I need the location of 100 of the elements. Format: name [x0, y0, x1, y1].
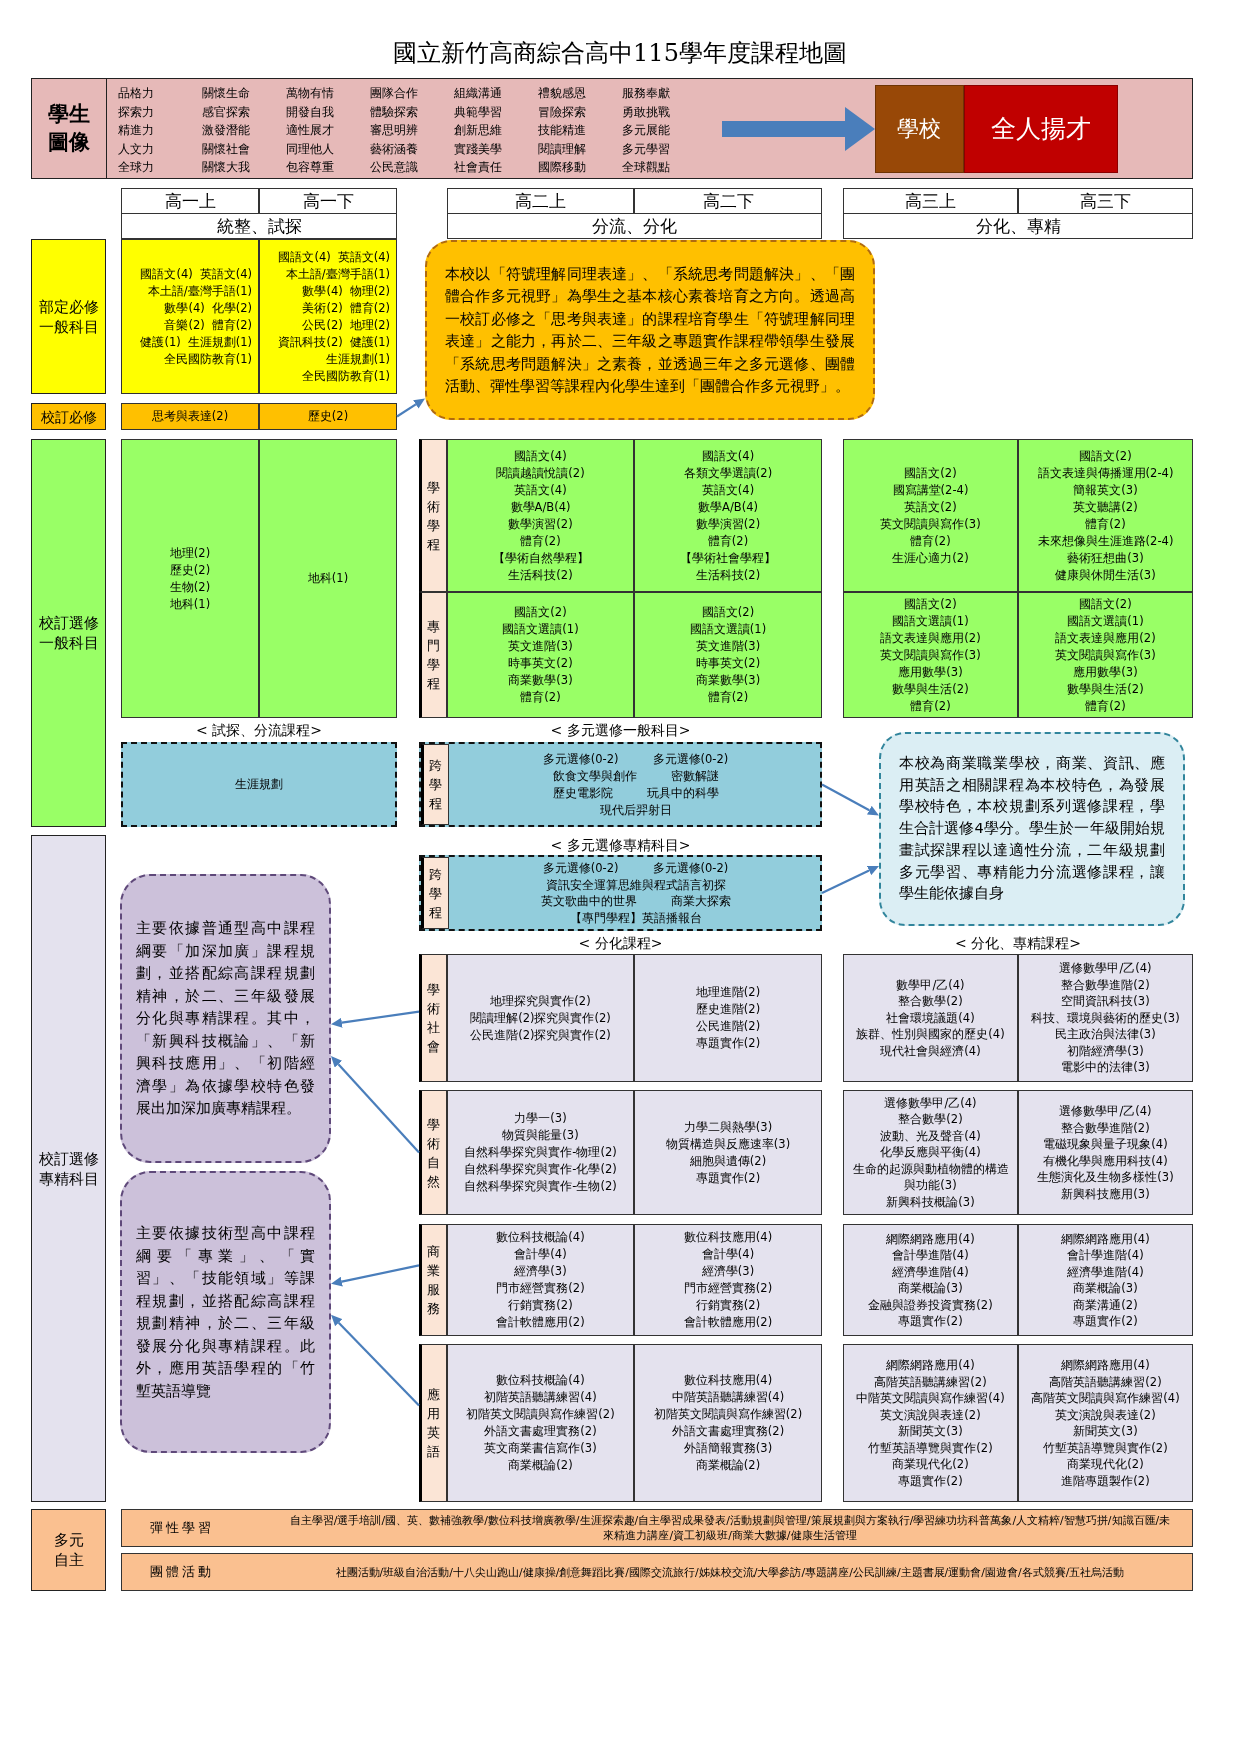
course-name: 力學二與熱學(3) — [683, 1118, 773, 1136]
callout-box — [425, 240, 875, 420]
course-name: 英語文(4) — [514, 481, 567, 499]
track-label-text: 專門學程 — [427, 618, 441, 693]
course-name: 體育(2) — [707, 532, 749, 550]
arrow — [396, 398, 426, 418]
track-label — [421, 744, 449, 825]
course-name: 金融與證券投資實務(2) — [868, 1296, 993, 1313]
course-cell — [634, 439, 822, 592]
course-name: 新聞英文(3) — [898, 1423, 963, 1440]
page-title: 國立新竹高商綜合高中115學年度課程地圖 — [392, 38, 848, 68]
track-label-text: 學術社會 — [427, 981, 441, 1056]
course-cell — [634, 592, 822, 718]
course-name: 商業數學(3) — [695, 672, 761, 689]
track-label — [419, 1344, 447, 1502]
course-name: 多元選修(0-2) — [652, 860, 729, 877]
course-name: 初階英語聽講練習(4) — [484, 1389, 597, 1406]
course-name: 全民國防教育(1) — [163, 350, 252, 368]
course-name: 數學A/B(4) — [510, 498, 571, 516]
course-cell — [843, 439, 1018, 592]
course-name: 國語文(4) — [701, 447, 755, 465]
banner-text: 全人揚才 — [990, 113, 1091, 144]
course-cell — [447, 1344, 634, 1502]
banner-box — [963, 84, 1118, 173]
track-label — [421, 857, 449, 929]
trait-text: 探索力 — [118, 103, 154, 120]
course-name: 自然科學探究與實作-化學(2) — [464, 1161, 617, 1178]
trait-text: 全球觀點 — [622, 159, 670, 175]
trait-text: 公民意識 — [370, 159, 418, 175]
course-name: 新興科技概論(3) — [886, 1193, 975, 1211]
activity-title: 團體活動 — [150, 1563, 215, 1581]
course-name: 生命的起源與動植物體的構造與功能(3) — [851, 1160, 1010, 1194]
callout-text: 主要依據普通型高中課程綱要「加深加廣」課程規劃，並搭配綜高課程規劃精神，於二、三年級發展分化與專精課程。其中，「新興科技概論」、「新興科技應用」、「初階經濟學」為依據學校特色發展出加深加廣專精課程。 — [136, 918, 315, 1120]
banner-box — [874, 84, 964, 173]
course-name: 國語文選讀(1) — [689, 621, 767, 638]
course-name: 物質與能量(3) — [502, 1127, 579, 1144]
course-name: 地理探究與實作(2) — [490, 992, 591, 1010]
course-name: 健護(1) — [349, 333, 390, 351]
course-name: 會計學(4) — [514, 1246, 567, 1263]
course-name: 體育(2) — [910, 697, 951, 715]
course-name: 全民國防教育(1) — [301, 367, 390, 385]
course-name: 生物(2) — [169, 578, 211, 596]
trait-text: 團隊合作 — [370, 85, 418, 101]
column-header: 高一上 — [121, 188, 259, 214]
callout-text: 主要依據技術型高中課程綱要「專業」、「實習」、「技能領域」等課程規劃，並搭配綜高課程規劃精神，於二、三年級發展分化與專精課程。此外，應用英語學程的「竹塹英語導覽 — [136, 1223, 315, 1402]
course-name: 經濟學(3) — [701, 1263, 755, 1280]
trait-text: 技能精進 — [538, 122, 586, 138]
course-name: 多元選修(0-2) — [652, 750, 729, 768]
course-name: 時事英文(2) — [695, 655, 761, 672]
course-name: 商業溝通(2) — [1073, 1296, 1138, 1313]
course-name: 語文表達與傳播運用(2-4) — [1037, 464, 1174, 482]
course-name: 數學演習(2) — [508, 515, 573, 533]
section-title: < 分化課程> — [577, 934, 664, 953]
course-name: 選修數學甲/乙(4) — [1059, 960, 1152, 977]
course-name: 會計學(4) — [701, 1246, 755, 1263]
trait-text: 品格力 — [118, 85, 154, 101]
arrow — [331, 1264, 420, 1287]
course-name: 英語文(2) — [904, 498, 957, 516]
course-name: 歷史進階(2) — [695, 1001, 761, 1018]
course-name: 網際網路應用(4) — [886, 1230, 975, 1247]
course-cell — [259, 239, 397, 394]
course-cell — [447, 954, 634, 1082]
course-name: 英文進階(3) — [508, 638, 573, 655]
trait-text: 包容尊重 — [286, 159, 334, 175]
course-name: 網際網路應用(4) — [1061, 1357, 1150, 1374]
course-name: 新興科技應用(3) — [1061, 1185, 1150, 1202]
course-name: 商業概論(2) — [508, 1457, 573, 1474]
course-name: 數位科技應用(4) — [683, 1372, 773, 1389]
track-label-text: 跨學程 — [429, 865, 443, 922]
trait-text: 人文力 — [118, 140, 154, 157]
trait-text: 關懷生命 — [202, 85, 250, 101]
course-name: 整合數學進階(2) — [1061, 976, 1150, 994]
section-title: < 多元選修一般科目> — [549, 721, 692, 740]
course-name: 現代后羿射日 — [599, 801, 672, 819]
section-title: < 多元選修專精科目> — [549, 836, 692, 855]
course-cell — [259, 439, 397, 718]
course-name: 初階英文閱讀與寫作練習(2) — [653, 1406, 803, 1423]
column-header: 高二上 — [447, 188, 634, 214]
column-header: 分流、分化 — [447, 213, 822, 239]
trait-text: 多元學習 — [622, 140, 670, 157]
course-name: 【學術自然學程】 — [492, 549, 589, 567]
course-name: 國寫講堂(2-4) — [892, 481, 969, 499]
course-name: 體育(2) — [520, 689, 561, 706]
course-name: 英文歌曲中的世界 — [540, 893, 637, 910]
course-name: 各類文學選讀(2) — [683, 464, 773, 482]
course-cell — [843, 1224, 1018, 1336]
course-name: 地科(1) — [169, 595, 211, 613]
course-name: 國語文(4) — [140, 265, 193, 283]
course-cell — [447, 592, 634, 718]
column-header: 統整、試探 — [121, 213, 397, 239]
trait-text: 適性展才 — [286, 122, 334, 138]
course-name: 商業現代化(2) — [1067, 1456, 1144, 1473]
course-name: 國語文(2) — [904, 595, 957, 613]
course-cell — [259, 403, 397, 430]
row-header — [31, 439, 106, 827]
course-name: 網際網路應用(4) — [1061, 1230, 1150, 1247]
course-cell — [843, 1344, 1018, 1502]
course-name: 生涯心適力(2) — [892, 549, 969, 567]
course-name: 未來想像與生涯進路(2-4) — [1037, 532, 1174, 550]
course-name: 會計軟體應用(2) — [683, 1314, 773, 1331]
